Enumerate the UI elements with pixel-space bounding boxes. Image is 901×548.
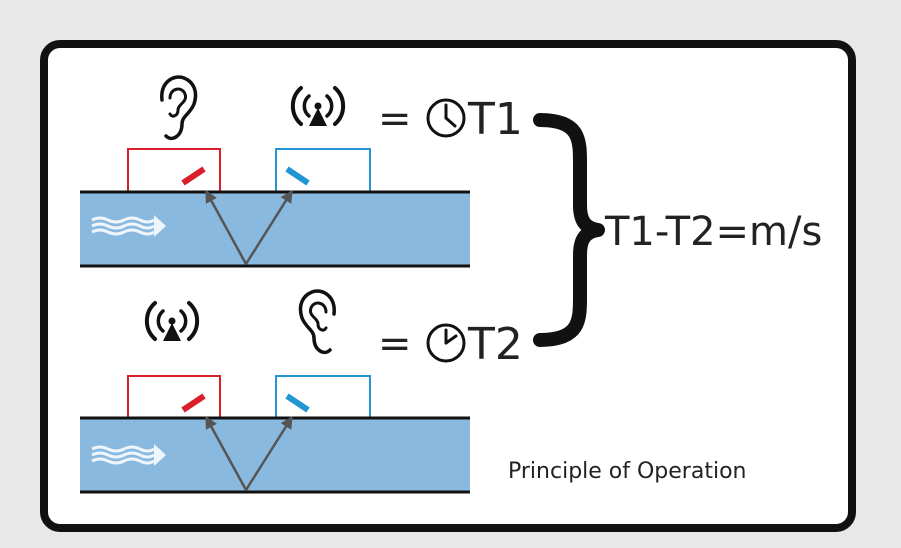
ultrasonic-beam-to-right	[244, 415, 294, 491]
row-upstream: = T1	[80, 75, 523, 268]
equals-sign-t1: =	[378, 96, 412, 142]
transducer-element-right	[285, 166, 310, 186]
pipe-fluid	[80, 192, 470, 266]
ultrasonic-beam-to-left	[204, 189, 248, 265]
ultrasonic-beam-to-right	[244, 189, 294, 265]
diagram-caption: Principle of Operation	[508, 459, 746, 484]
pipe-fluid	[80, 418, 470, 492]
curly-brace	[533, 113, 605, 347]
equals-sign-t2: =	[378, 321, 412, 367]
transducer-element-left	[181, 393, 206, 413]
time-label-t2: T2	[467, 319, 523, 370]
transducer-housing-left	[127, 148, 221, 193]
transducer-element-right	[285, 393, 310, 413]
result-formula: T1-T2=m/s	[604, 209, 822, 255]
time-label-t1: T1	[467, 94, 523, 145]
clock-icon	[426, 98, 466, 138]
transducer-housing-left	[127, 375, 221, 419]
row-downstream: = T2	[80, 289, 523, 494]
transducer-element-left	[181, 166, 206, 186]
clock-icon	[426, 323, 466, 363]
ultrasonic-beam-to-left	[204, 415, 248, 491]
frame-panel	[40, 40, 856, 532]
